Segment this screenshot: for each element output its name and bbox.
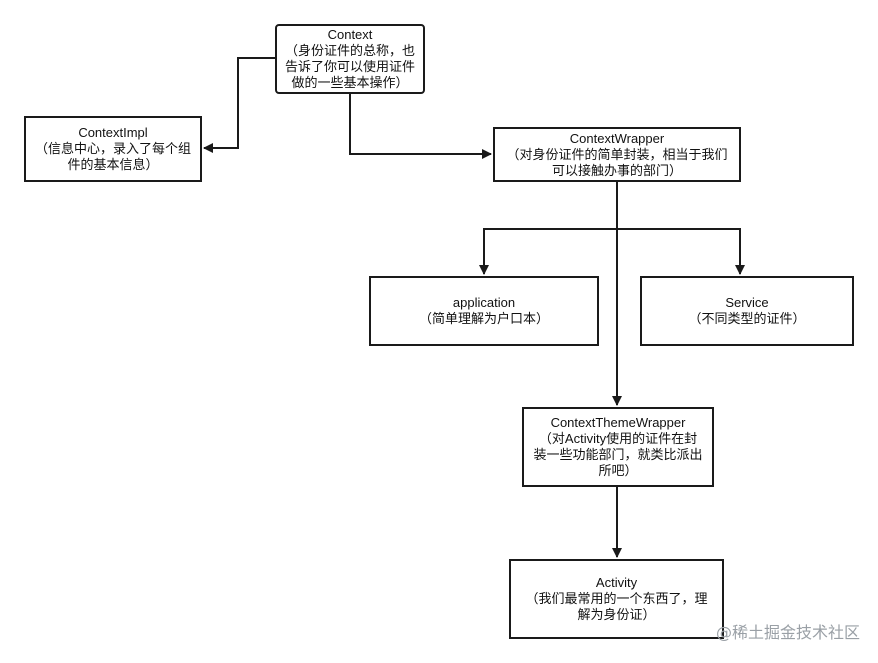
node-contextthemewrapper: ContextThemeWrapper （对Activity使用的证件在封 装一…: [522, 407, 714, 487]
node-contextwrapper: ContextWrapper （对身份证件的简单封装，相当于我们 可以接触办事的…: [493, 127, 741, 182]
node-context-title: Context: [327, 27, 373, 42]
node-activity-desc: （我们最常用的一个东西了，理 解为身份证）: [525, 591, 708, 622]
node-activity: Activity （我们最常用的一个东西了，理 解为身份证）: [509, 559, 724, 639]
node-application: application （简单理解为户口本）: [369, 276, 599, 346]
arrow-context-to-contextimpl: [203, 57, 275, 153]
node-activity-title: Activity: [595, 575, 638, 590]
node-context-desc: （身份证件的总称，也 告诉了你可以使用证件 做的一些基本操作）: [284, 43, 415, 90]
watermark: @稀土掘金技术社区: [715, 623, 860, 642]
node-contextwrapper-desc: （对身份证件的简单封装，相当于我们 可以接触办事的部门）: [506, 146, 728, 178]
node-contextthemewrapper-desc: （对Activity使用的证件在封 装一些功能部门，就类比派出 所吧）: [533, 431, 703, 478]
arrow-contextwrapper-to-application: [479, 228, 617, 275]
arrow-contextwrapper-to-service: [617, 228, 745, 275]
node-service-title: Service: [725, 295, 769, 310]
node-application-desc: （简单理解为户口本）: [418, 311, 549, 326]
node-contextimpl-title: ContextImpl: [78, 125, 148, 140]
node-application-title: application: [452, 295, 516, 310]
node-contextwrapper-title: ContextWrapper: [569, 130, 665, 146]
node-service-desc: （不同类型的证件）: [688, 311, 806, 326]
node-contextimpl: ContextImpl （信息中心，录入了每个组 件的基本信息）: [24, 116, 202, 182]
arrow-context-to-contextwrapper: [349, 92, 492, 159]
node-contextimpl-desc: （信息中心，录入了每个组 件的基本信息）: [34, 141, 191, 172]
node-service: Service （不同类型的证件）: [640, 276, 854, 346]
node-contextthemewrapper-title: ContextThemeWrapper: [550, 415, 686, 430]
node-context: Context （身份证件的总称，也 告诉了你可以使用证件 做的一些基本操作）: [275, 24, 425, 94]
